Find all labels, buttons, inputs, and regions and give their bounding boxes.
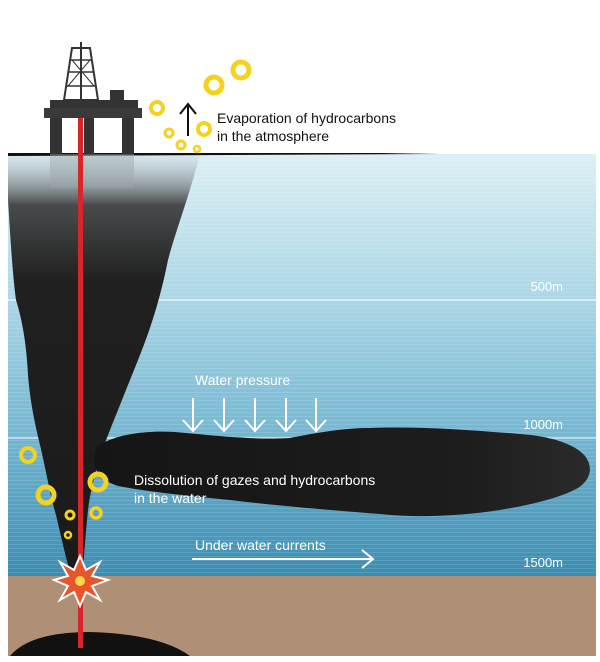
drill-pipe <box>78 118 83 648</box>
water-pressure-label: Water pressure <box>195 372 290 388</box>
current-arrow <box>192 549 375 569</box>
oil-column <box>8 154 200 578</box>
ocean-surface <box>8 153 440 156</box>
depth-label-1000: 1000m <box>523 417 563 432</box>
evaporation-label-line1: Evaporation of hydrocarbons <box>217 110 396 126</box>
currents-label: Under water currents <box>195 537 326 553</box>
dissolution-label-line1: Dissolution of gazes and hydrocarbons <box>134 472 375 488</box>
gas-bubble-icon <box>149 59 252 154</box>
pressure-arrows <box>182 398 327 433</box>
oil-pool <box>10 632 190 656</box>
depth-label-1500: 1500m <box>523 555 563 570</box>
oil-rig-icon <box>44 42 142 188</box>
dissolution-label-line2: in the water <box>134 490 207 506</box>
oil-plume <box>94 427 590 517</box>
depth-label-500: 500m <box>530 279 563 294</box>
explosion-icon <box>51 553 112 609</box>
gas-bubble-icon <box>19 446 109 540</box>
evaporation-label-line2: in the atmosphere <box>217 128 329 144</box>
evaporation-arrow <box>179 102 197 136</box>
